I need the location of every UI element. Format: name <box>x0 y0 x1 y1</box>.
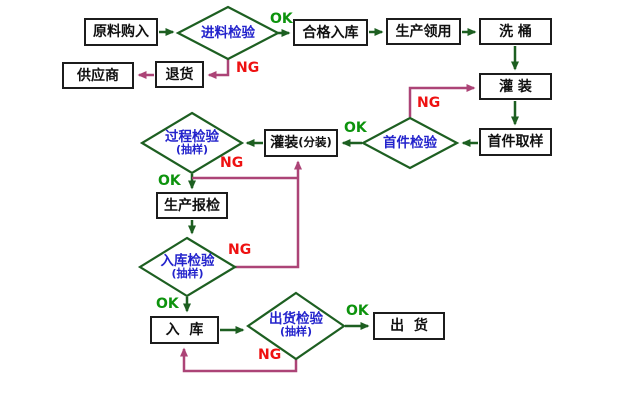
node-filling-subpackaging-label: 灌装 <box>270 135 299 151</box>
node-production-requisition-label: 生产领用 <box>395 23 452 40</box>
diamond-incoming-inspection-label: 进料检验 <box>178 7 278 59</box>
diamond-storage-inspection-label: 入库检验 (抽样) <box>140 238 235 296</box>
node-shipping-label: 出 货 <box>390 318 428 334</box>
node-raw-material-label: 原料购入 <box>93 24 149 40</box>
node-supplier: 供应商 <box>62 62 134 89</box>
node-barrel-washing-label: 洗 桶 <box>499 23 532 40</box>
label-ng-first-piece: NG <box>417 95 441 111</box>
node-goods-return: 退货 <box>155 61 204 88</box>
diamond-first-piece-inspection-label: 首件检验 <box>363 118 457 168</box>
edge-shippinginspection-ng-to-storage <box>180 347 298 373</box>
label-ng-storage: NG <box>228 242 252 258</box>
label-ok-storage: OK <box>156 296 179 312</box>
node-first-piece-sampling: 首件取样 <box>479 128 552 156</box>
node-qualified-storage-label: 合格入库 <box>302 24 359 41</box>
shipping-inspection-subtext: (抽样) <box>279 325 313 339</box>
storage-inspection-text: 入库检验 <box>160 252 215 269</box>
node-qualified-storage: 合格入库 <box>293 19 368 46</box>
label-ok-shipping: OK <box>346 303 369 319</box>
node-filling-label: 灌 装 <box>499 78 532 95</box>
diamond-shipping-inspection <box>246 291 346 361</box>
label-ok-incoming: OK <box>270 11 293 27</box>
diamond-shipping-inspection-label: 出货检验 (抽样) <box>248 293 344 357</box>
node-supplier-label: 供应商 <box>77 67 119 84</box>
label-ok-process: OK <box>158 173 181 189</box>
node-barrel-washing: 洗 桶 <box>479 18 552 45</box>
process-inspection-text: 过程检验 <box>165 128 219 145</box>
diamond-process-inspection <box>139 111 245 175</box>
storage-inspection-subtext: (抽样) <box>171 267 204 281</box>
shipping-inspection-text: 出货检验 <box>269 310 323 327</box>
node-first-piece-sampling-label: 首件取样 <box>487 134 544 150</box>
label-ng-process: NG <box>220 155 244 171</box>
incoming-inspection-text: 进料检验 <box>201 24 255 41</box>
edge-firstinspection-ng-to-filling <box>408 84 476 117</box>
node-production-report: 生产报检 <box>156 192 228 219</box>
node-storage-label: 入 库 <box>165 322 204 338</box>
diamond-storage-inspection <box>137 236 238 298</box>
label-ok-first-piece: OK <box>344 120 367 136</box>
diamond-first-piece-inspection <box>360 116 460 170</box>
edge-incoming-ng-to-return <box>207 59 230 79</box>
process-inspection-subtext: (抽样) <box>175 143 209 157</box>
node-raw-material: 原料购入 <box>84 18 158 46</box>
node-production-requisition: 生产领用 <box>386 18 461 45</box>
node-filling: 灌 装 <box>479 73 552 100</box>
edge-storageinspection-ng-to-subpackaging <box>235 160 302 269</box>
first-piece-inspection-text: 首件检验 <box>383 134 437 151</box>
diamond-process-inspection-label: 过程检验 (抽样) <box>142 113 242 173</box>
node-goods-return-label: 退货 <box>165 66 194 83</box>
node-filling-subpackaging: 灌装(分装) <box>264 129 338 157</box>
node-production-report-label: 生产报检 <box>164 197 220 214</box>
label-ng-incoming: NG <box>236 60 260 76</box>
label-ng-shipping: NG <box>258 347 282 363</box>
diamond-incoming-inspection <box>175 5 281 61</box>
node-storage: 入 库 <box>150 316 219 344</box>
node-shipping: 出 货 <box>373 312 445 340</box>
node-filling-subpackaging-sublabel: (分装) <box>298 135 332 150</box>
